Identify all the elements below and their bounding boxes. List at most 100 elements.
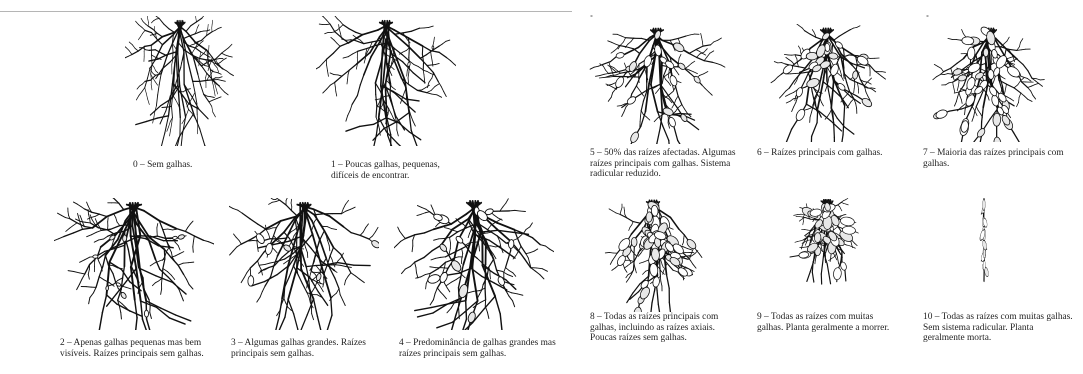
root-segment [275, 250, 278, 253]
root-segment [627, 218, 633, 222]
root-segment [126, 287, 131, 289]
root-segment [503, 203, 506, 207]
root-segment [634, 265, 635, 269]
caption-stage-5: 5 – 50% das raízes afectadas. Algumas ra… [590, 148, 740, 180]
root-segment [468, 234, 469, 238]
root-segment [495, 296, 500, 314]
gall [427, 273, 441, 284]
root-segment [200, 31, 203, 32]
root-segment [850, 79, 857, 82]
root-segment [154, 19, 157, 21]
root-system-drawing [920, 24, 1060, 142]
root-segment [446, 282, 451, 285]
root-segment [953, 82, 954, 86]
root-segment [794, 215, 798, 216]
root-segment [128, 249, 131, 266]
root-segment [218, 85, 221, 89]
root-diagram-stage-5 [587, 24, 727, 144]
root-segment [812, 262, 813, 272]
root-segment [409, 132, 420, 140]
root-segment [689, 70, 693, 72]
root-segment [314, 214, 323, 215]
root-segment [205, 145, 212, 146]
root-segment [85, 257, 90, 260]
corner-mark: ˚ [926, 14, 929, 24]
root-segment [346, 276, 348, 280]
root-segment [1028, 99, 1032, 101]
root-segment [257, 297, 260, 302]
root-segment [143, 30, 145, 33]
root-segment [323, 17, 326, 20]
root-segment [639, 262, 643, 263]
root-segment [509, 270, 513, 272]
root-segment [961, 104, 965, 107]
root-segment [335, 82, 336, 87]
root-segment [696, 46, 703, 49]
root-segment [335, 278, 339, 288]
root-segment [963, 72, 966, 73]
root-segment [330, 73, 334, 75]
root-segment [450, 237, 451, 242]
root-segment [422, 207, 426, 209]
gall [983, 260, 985, 270]
root-segment [506, 259, 509, 267]
root-segment [1014, 132, 1021, 142]
root-diagram-stage-10 [960, 196, 1008, 300]
root-segment [702, 38, 703, 42]
root-segment [1002, 77, 1005, 79]
root-segment [148, 26, 153, 29]
root-segment [504, 268, 506, 273]
root-segment [956, 97, 957, 102]
root-segment [841, 201, 843, 203]
root-segment [945, 83, 948, 85]
root-segment [468, 291, 474, 293]
root-segment [812, 30, 814, 32]
root-segment [676, 87, 678, 96]
root-segment [510, 210, 515, 211]
root-system-drawing [587, 24, 727, 144]
root-segment [806, 204, 807, 207]
root-segment [988, 96, 989, 100]
root-segment [113, 198, 119, 203]
root-segment [188, 224, 191, 227]
root-segment [339, 29, 340, 33]
root-segment [196, 18, 202, 22]
root-segment [1039, 84, 1043, 87]
root-segment [789, 81, 794, 88]
root-segment [872, 88, 875, 89]
root-segment [834, 36, 839, 40]
root-segment [433, 209, 435, 213]
root-segment [391, 114, 393, 119]
root-segment [691, 61, 694, 63]
root-segment [88, 274, 89, 279]
root-segment [799, 26, 802, 28]
root-segment [689, 50, 696, 54]
root-segment [882, 72, 886, 73]
root-segment [128, 55, 132, 57]
root-segment [856, 232, 858, 233]
root-segment [410, 262, 414, 266]
root-segment [429, 26, 434, 27]
root-segment [422, 88, 426, 90]
root-segment [823, 254, 824, 264]
root-segment [189, 109, 192, 113]
root-segment [383, 85, 395, 92]
root-segment [878, 74, 882, 77]
gall [983, 48, 988, 57]
gall [993, 113, 1001, 126]
gall [116, 282, 121, 287]
root-segment [274, 228, 277, 236]
gall [122, 235, 126, 242]
root-segment [678, 105, 682, 108]
root-segment [526, 227, 530, 230]
root-segment [189, 46, 195, 48]
gall [840, 216, 855, 227]
root-segment [250, 219, 258, 224]
root-segment [613, 89, 616, 93]
root-segment [654, 118, 658, 122]
root-segment [213, 98, 217, 100]
root-segment [358, 48, 367, 51]
root-segment [689, 122, 699, 129]
root-segment [408, 73, 409, 78]
root-segment [159, 18, 164, 24]
